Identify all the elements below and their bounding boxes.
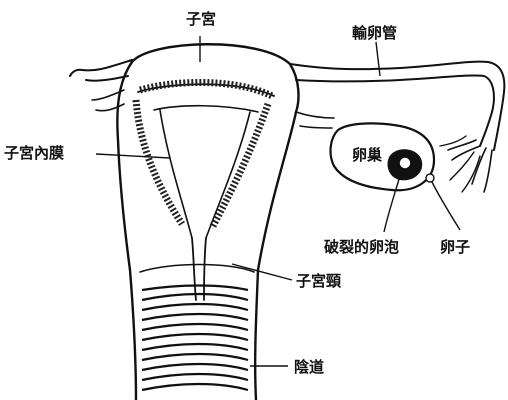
vagina <box>130 270 258 400</box>
fimbriae <box>440 136 492 192</box>
label-cervix: 子宮頸 <box>296 272 342 290</box>
label-fallopian-tube: 輸卵管 <box>352 24 397 42</box>
leader-ovum <box>432 182 460 230</box>
leader-fallopian-tube <box>376 42 380 76</box>
label-ruptured-follicle: 破裂的卵泡 <box>324 238 399 256</box>
label-ovary: 卵巢 <box>352 146 382 164</box>
leader-ruptured-follicle <box>384 176 400 232</box>
label-endometrium: 子宮內膜 <box>4 144 64 162</box>
leader-cervix <box>232 264 292 280</box>
leader-lines <box>96 36 460 366</box>
leader-endometrium <box>96 154 170 158</box>
cervix <box>140 238 254 300</box>
label-uterus: 子宮 <box>186 10 216 28</box>
ruptured-follicle <box>388 149 423 180</box>
right-fallopian-tube <box>290 62 504 150</box>
label-vagina: 陰道 <box>294 358 324 376</box>
ovum <box>426 174 434 182</box>
label-ovum: 卵子 <box>440 238 470 256</box>
